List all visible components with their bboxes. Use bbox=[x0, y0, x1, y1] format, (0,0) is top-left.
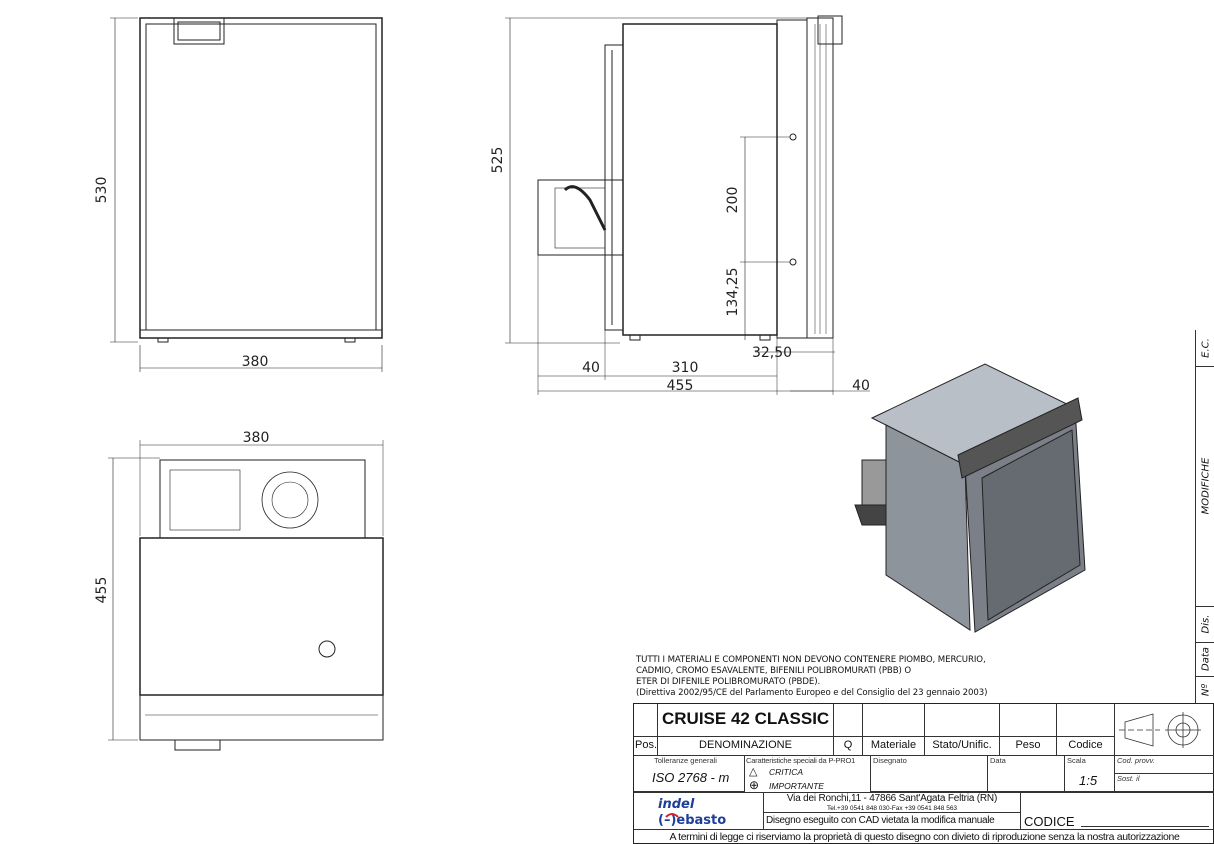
header-stato: Stato/Unific. bbox=[925, 737, 1000, 756]
scala-label: Scala bbox=[1067, 756, 1086, 765]
dim-top-depth: 455 bbox=[94, 577, 110, 604]
rev-dis: Dis. bbox=[1200, 614, 1211, 634]
tolleranze-value: ISO 2768 - m bbox=[652, 770, 730, 785]
dim-side-height: 525 bbox=[490, 147, 506, 174]
header-codice: Codice bbox=[1057, 737, 1115, 756]
header-q: Q bbox=[834, 737, 863, 756]
projection-symbol bbox=[1115, 704, 1214, 756]
phone: Tel.+39 0541 848 030-Fax +39 0541 848 56… bbox=[826, 805, 958, 812]
header-pos: Pos. bbox=[634, 737, 658, 756]
caratteristiche-label: Caratteristiche speciali da P-PRO1 bbox=[746, 756, 856, 765]
cod-prov-label: Cod. provv. bbox=[1117, 756, 1155, 765]
indel-webasto-logo: indel (–)ebasto bbox=[634, 792, 764, 830]
note-line: CADMIO, CROMO ESAVALENTE, BIFENILI POLIB… bbox=[636, 666, 912, 676]
svg-text:indel: indel bbox=[658, 797, 695, 812]
dim-foot-offset: 32,50 bbox=[752, 345, 792, 361]
footer-legal: A termini di legge ci riserviamo la prop… bbox=[669, 831, 1180, 843]
sost-label: Sost. il bbox=[1117, 774, 1140, 783]
svg-text:(–)ebasto: (–)ebasto bbox=[658, 813, 726, 828]
importante-icon: ⊕ bbox=[749, 778, 760, 792]
critica-icon: △ bbox=[749, 766, 758, 778]
dim-front-width: 380 bbox=[242, 354, 269, 370]
cad-note: Disegno eseguito con CAD vietata la modi… bbox=[764, 813, 1021, 830]
note-line: TUTTI I MATERIALI E COMPONENTI NON DEVON… bbox=[636, 655, 986, 665]
header-denominazione: DENOMINAZIONE bbox=[658, 737, 834, 756]
dim-hole-spacing: 200 bbox=[725, 187, 741, 214]
rev-ec: E.C. bbox=[1200, 338, 1211, 358]
header-materiale: Materiale bbox=[863, 737, 925, 756]
dim-hole-height: 134,25 bbox=[725, 268, 741, 317]
title-block: CRUISE 42 CLASSIC Pos. DENOMINAZIONE Q M… bbox=[633, 703, 1214, 844]
rev-data: Data bbox=[1200, 647, 1211, 671]
revision-column: E.C. MODIFICHE Dis. Data Nº bbox=[1195, 330, 1214, 703]
scala-value: 1:5 bbox=[1079, 773, 1098, 788]
dim-body-depth: 310 bbox=[672, 360, 699, 376]
top-view: 380 455 bbox=[94, 430, 384, 751]
data-label: Data bbox=[990, 756, 1006, 765]
product-name: CRUISE 42 CLASSIC bbox=[658, 704, 834, 737]
side-view: 525 200 134,25 32,50 40 310 455 40 bbox=[490, 15, 870, 395]
dim-total-depth: 455 bbox=[667, 378, 694, 394]
critica-label: CRITICA bbox=[769, 767, 803, 777]
tolleranze-label: Tolleranze generali bbox=[654, 756, 717, 765]
isometric-view bbox=[854, 363, 1086, 633]
codice-label: CODICE bbox=[1024, 814, 1075, 829]
dim-rear-depth: 40 bbox=[582, 360, 600, 376]
rev-modifiche: MODIFICHE bbox=[1200, 457, 1211, 515]
note-line: ETER DI DIFENILE POLIBROMURATO (PBDE). bbox=[636, 677, 821, 687]
dim-front-height: 530 bbox=[94, 177, 110, 204]
tolleranze-cell: Tolleranze generali ISO 2768 - m bbox=[634, 756, 745, 792]
rohs-notes: TUTTI I MATERIALI E COMPONENTI NON DEVON… bbox=[636, 655, 987, 699]
note-line: (Direttiva 2002/95/CE del Parlamento Eur… bbox=[636, 688, 988, 698]
rev-no: Nº bbox=[1200, 683, 1211, 696]
dim-top-width: 380 bbox=[243, 430, 270, 446]
caratteristiche-cell: Caratteristiche speciali da P-PRO1 △ CRI… bbox=[745, 756, 871, 792]
importante-label: IMPORTANTE bbox=[769, 781, 824, 791]
dim-door-depth: 40 bbox=[852, 378, 870, 394]
disegnato-label: Disegnato bbox=[873, 756, 907, 765]
front-view: 530 380 bbox=[94, 17, 383, 372]
address: Via dei Ronchi,11 - 47866 Sant'Agata Fel… bbox=[786, 793, 998, 804]
header-peso: Peso bbox=[1000, 737, 1057, 756]
